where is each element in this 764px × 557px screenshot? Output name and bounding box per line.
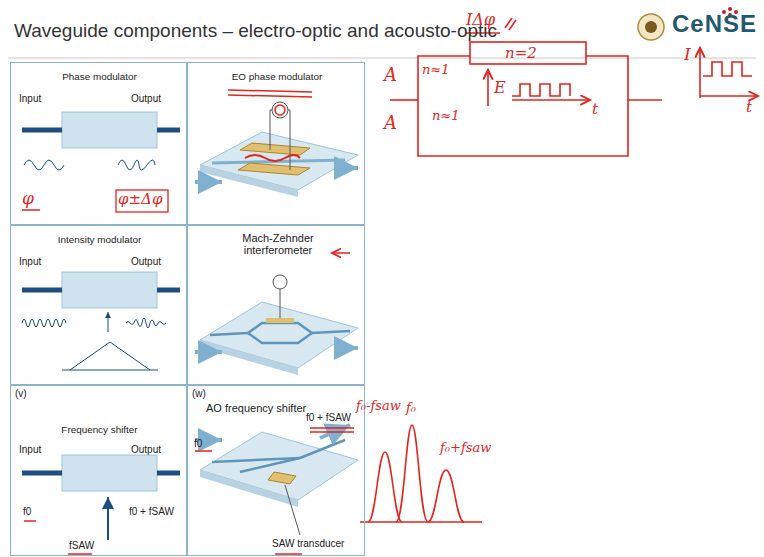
handwritten-note: A <box>384 64 397 85</box>
panel-text: AO frequency shifter <box>206 402 306 414</box>
panel-text: Output <box>131 93 161 104</box>
panel-text: EO phase modulator <box>188 71 366 82</box>
handwritten-note: f₀+fsaw <box>440 440 491 455</box>
panel-text: Intensity modulator <box>11 234 188 245</box>
handwritten-note: A <box>384 112 397 133</box>
handwritten-note: f₀-fsaw <box>356 398 401 413</box>
frequency-shifter-panel: (v) Frequency shifterInput Output f0 f0 + fS… <box>10 385 187 556</box>
panel-text: Frequency shifter <box>11 424 188 435</box>
slide-title: Waveguide components – electro-optic and… <box>14 20 497 42</box>
panel-text: Phase modulator <box>11 71 188 82</box>
panel-text: Output <box>131 256 161 267</box>
handwritten-note: n=2 <box>505 44 537 62</box>
handwritten-note: t <box>592 100 598 118</box>
panel-text: Mach-Zehnder interferometer <box>218 232 338 256</box>
panel-text: (w) <box>192 388 206 399</box>
panel-text: Input <box>19 256 41 267</box>
logo-text: CeNSE <box>672 10 757 38</box>
panel-text: f0 <box>23 506 31 517</box>
handwritten-note: IΔφ <box>466 10 495 29</box>
handwritten-note: φ±Δφ <box>118 190 162 208</box>
ao-frequency-shifter-panel: (w)AO frequency shifter f0 f0 + fSAW SAW tr… <box>187 385 365 556</box>
panel-text: Output <box>131 444 161 455</box>
panel-text: f0 + fSAW <box>306 412 351 423</box>
panel-text: SAW transducer <box>272 538 344 549</box>
handwritten-note: t <box>746 98 752 116</box>
handwritten-note: I <box>684 44 691 64</box>
intensity-modulator-panel: Intensity modulatorInput Output <box>10 225 187 385</box>
panel-text: (v) <box>15 388 27 399</box>
handwritten-note: φ <box>22 188 34 208</box>
panel-text: Input <box>19 93 41 104</box>
panel-text: Input <box>19 444 41 455</box>
handwritten-note: n≈1 <box>422 62 450 77</box>
panel-text: f0 + fSAW <box>129 506 174 517</box>
panel-text: fSAW <box>69 540 94 551</box>
panel-text: f0 <box>194 438 202 449</box>
handwritten-note: f₀ <box>406 400 416 415</box>
handwritten-note: n≈1 <box>432 108 460 123</box>
mach-zehnder-panel: Mach-Zehnder interferometer <box>187 225 365 385</box>
eo-phase-modulator-panel: EO phase modulator <box>187 62 365 225</box>
handwritten-note: E <box>494 78 506 97</box>
